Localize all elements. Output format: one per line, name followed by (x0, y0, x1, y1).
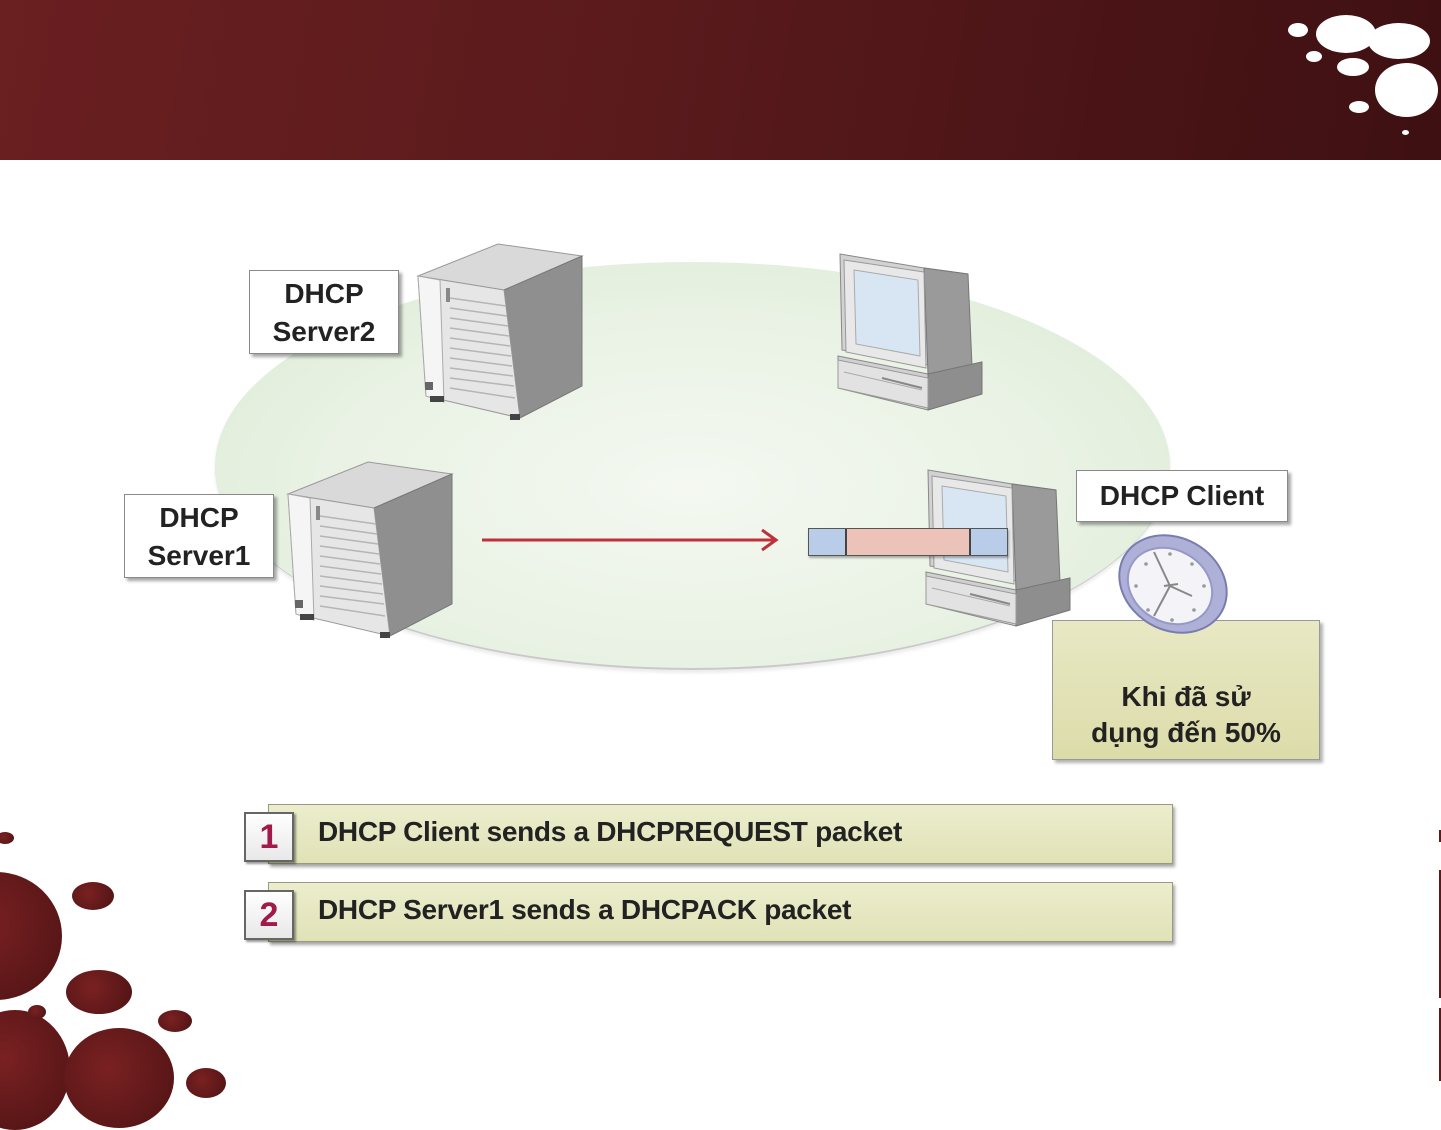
server1-label: DHCP Server1 (124, 494, 274, 578)
decor-bubble (1288, 23, 1308, 37)
dhcp-client-label: DHCP Client (1076, 470, 1288, 522)
packet-trailer-segment (971, 529, 1007, 555)
decor-bubble (1368, 23, 1430, 59)
computer-icon (832, 248, 992, 418)
decor-bubble (1306, 51, 1322, 62)
decor-bubble (66, 970, 132, 1014)
decor-bubble (28, 1005, 46, 1019)
server2-icon (410, 236, 590, 426)
server1-label-line1: DHCP (125, 499, 273, 537)
server2-label-line1: DHCP (250, 275, 398, 313)
decor-bubble (0, 1010, 70, 1130)
server2-label-line2: Server2 (250, 313, 398, 351)
decor-bubble (1375, 63, 1438, 117)
decor-bubble (1337, 58, 1369, 76)
decor-bubble (1316, 15, 1376, 53)
packet-header-segment (809, 529, 845, 555)
lease-timer-note: Khi đã sử dụng đến 50% (1052, 620, 1320, 760)
step-text: DHCP Server1 sends a DHCPACK packet (318, 894, 851, 926)
decor-bubble (186, 1068, 226, 1098)
server1-label-line2: Server1 (125, 537, 273, 575)
decor-bubble (72, 882, 114, 910)
step-2: 2 DHCP Server1 sends a DHCPACK packet (240, 882, 1173, 942)
decor-bubble (158, 1010, 192, 1032)
slide-header-band (0, 0, 1441, 160)
dhcp-renewal-diagram: DHCP Server2 DHCP Server1 (120, 232, 1328, 952)
step-number: 1 (244, 812, 294, 862)
decor-bubble (64, 1028, 174, 1128)
decor-bubble (1402, 130, 1409, 135)
server2-label: DHCP Server2 (249, 270, 399, 354)
request-arrow (480, 528, 780, 552)
step-number: 2 (244, 890, 294, 940)
lease-note-line2: dụng đến 50% (1053, 715, 1319, 751)
lease-note-line1: Khi đã sử (1053, 679, 1319, 715)
decor-bubble (0, 872, 62, 1000)
dhcp-packet (808, 528, 1008, 556)
server1-icon (280, 454, 460, 644)
decor-bubble (1349, 101, 1369, 113)
step-1: 1 DHCP Client sends a DHCPREQUEST packet (240, 804, 1173, 864)
step-text: DHCP Client sends a DHCPREQUEST packet (318, 816, 902, 848)
packet-body-segment (845, 529, 971, 555)
decor-bubble (0, 832, 14, 844)
clock-icon (1112, 534, 1234, 634)
